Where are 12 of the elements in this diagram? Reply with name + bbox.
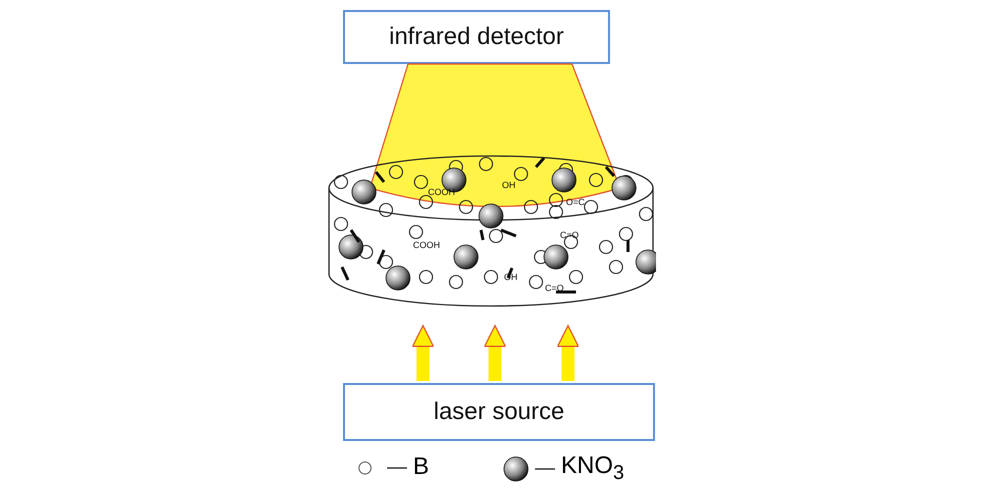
group-label: C=O [560,230,579,240]
group-label: OH [502,180,516,190]
arrow [484,324,506,381]
laser-source-box: laser source [343,383,655,441]
group-label: COOH [413,240,440,250]
arrow [556,324,580,381]
group-label: O=C [566,197,585,207]
detector-box: infrared detector [343,10,610,64]
legend-text: B [413,453,430,481]
group-label: COOH [428,187,455,197]
legend-text: KNO$_{3}$ [561,452,624,485]
arrow [412,324,434,381]
